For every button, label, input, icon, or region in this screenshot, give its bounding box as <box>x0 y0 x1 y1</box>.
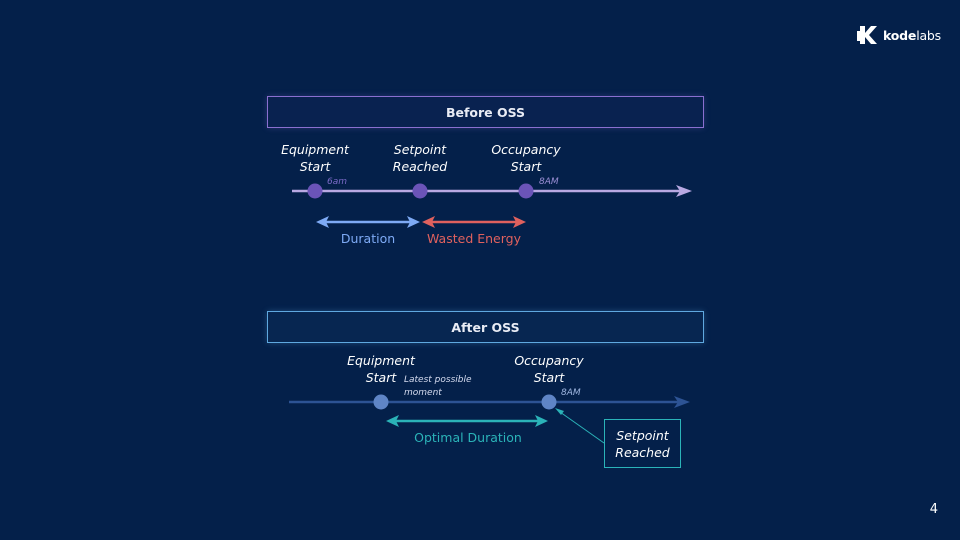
kodelabs-wordmark: kodelabs <box>883 27 941 43</box>
after-timeline-arrowhead <box>674 396 690 408</box>
before-setpoint-reached-dot <box>412 183 428 199</box>
after-equipment-start-dot <box>373 394 389 410</box>
optimal-duration-label: Optimal Duration <box>414 430 522 445</box>
duration-arrow-left-head <box>316 216 329 228</box>
before-occupancy-start-dot <box>518 183 534 199</box>
optimal-duration-arrow-left-head <box>386 415 399 427</box>
duration-label: Duration <box>340 231 396 246</box>
after-8am-label: 8AM <box>561 388 581 398</box>
latest-possible-moment-label: Latest possible moment <box>404 375 472 398</box>
after-occupancy-start-label: Occupancy Start <box>514 353 584 385</box>
before-timeline-arrowhead <box>676 185 692 197</box>
after-oss-header: After OSS <box>267 311 704 343</box>
kodelabs-logo-icon <box>857 26 877 44</box>
setpoint-callout-pointer <box>559 411 605 444</box>
kodelabs-logo: kodelabs <box>855 23 941 47</box>
optimal-duration-arrow-right-head <box>535 415 548 427</box>
setpoint-reached-callout: Setpoint Reached <box>604 419 681 468</box>
before-occupancy-start-label: Occupancy Start <box>491 142 561 174</box>
setpoint-callout-pointer-head <box>555 408 564 415</box>
before-equipment-start-label: Equipment Start <box>281 142 349 174</box>
wasted-energy-label: Wasted Energy <box>427 231 521 246</box>
before-oss-header: Before OSS <box>267 96 704 128</box>
wasted-energy-arrow-left-head <box>422 216 435 228</box>
before-setpoint-reached-label: Setpoint Reached <box>392 142 448 174</box>
after-oss-title: After OSS <box>451 319 520 335</box>
before-6am-label: 6am <box>327 177 348 187</box>
before-oss-title: Before OSS <box>445 104 526 120</box>
page-number: 4 <box>929 502 938 517</box>
setpoint-reached-callout-text: Setpoint Reached <box>615 427 670 460</box>
after-equipment-start-label: Equipment Start <box>347 353 415 385</box>
duration-arrow-right-head <box>407 216 420 228</box>
before-8am-label: 8AM <box>539 177 559 187</box>
wasted-energy-arrow-right-head <box>513 216 526 228</box>
after-occupancy-start-dot <box>541 394 557 410</box>
before-equipment-start-dot <box>307 183 323 199</box>
